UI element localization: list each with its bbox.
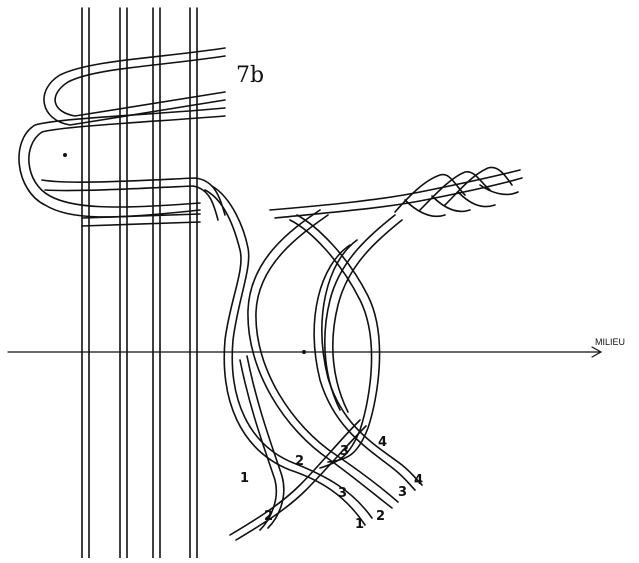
strand-number: 4: [378, 435, 387, 450]
strand-number: 2: [376, 509, 385, 524]
milieu-axis: [7, 346, 603, 358]
warp-strands: [81, 7, 198, 559]
strand-number: 2: [264, 509, 273, 524]
figure-label: 7b: [236, 63, 264, 88]
braid-tail: [269, 166, 523, 219]
central-strands: [204, 185, 423, 541]
strand-number: 4: [414, 473, 423, 488]
marker-dot: [63, 153, 67, 157]
strand-number: 2: [295, 454, 304, 469]
strand-number: 1: [355, 517, 364, 532]
strand-number: 3: [340, 444, 349, 459]
strand-number: 3: [398, 485, 407, 500]
left-loops: [18, 47, 226, 227]
axis-label: MILIEU: [595, 337, 625, 347]
strand-number: 3: [338, 486, 347, 501]
strand-number: 1: [240, 471, 249, 486]
